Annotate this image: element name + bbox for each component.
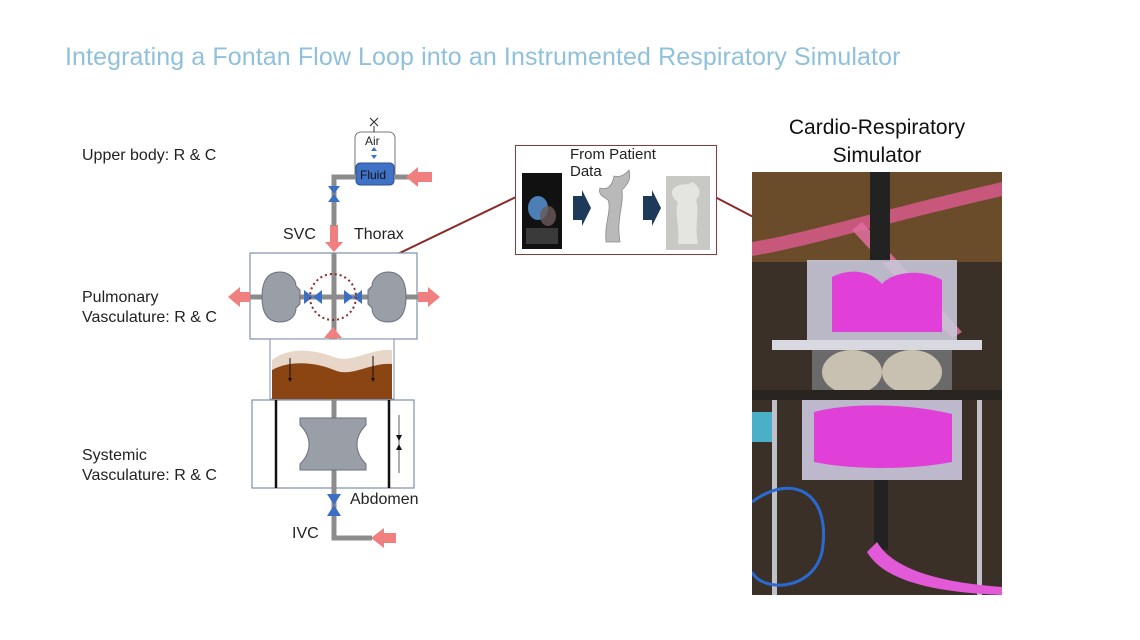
pulmonary-label-line2: Vasculature: R & C [82, 309, 217, 326]
pulmonary-label-line1: Pulmonary [82, 289, 159, 306]
slide-title: Integrating a Fontan Flow Loop into an I… [65, 43, 901, 71]
simulator-photo-illustration [752, 172, 1002, 595]
fluid-label: Fluid [360, 168, 386, 182]
abdomen-compliance [299, 417, 367, 471]
right-pulmonary-valve-icon [344, 290, 362, 304]
svc-valve-icon [328, 186, 340, 202]
page-number: 16 [990, 575, 1003, 587]
diaphragm [272, 363, 392, 399]
simulator-title-line1: Cardio-Respiratory [788, 116, 966, 139]
right-lung [367, 271, 407, 323]
fluid-chamber [355, 162, 395, 186]
patient-data-panel: From Patient Data [515, 145, 717, 255]
patient-data-line1: From Patient [570, 146, 656, 163]
compliance-chamber [354, 117, 396, 186]
patient-data-images [522, 169, 710, 250]
ivc-pipe [331, 516, 372, 541]
thorax-label: Thorax [354, 226, 404, 243]
simulator-title-line2: Simulator [832, 144, 922, 167]
down-arrow-icon [371, 155, 377, 159]
svc-flow-arrow [325, 225, 343, 252]
ivc-label: IVC [292, 525, 319, 542]
air-label: Air [365, 134, 380, 148]
left-pulmonary-valve-icon [304, 290, 322, 304]
ivc-valve-icon [327, 494, 341, 516]
systemic-label-line2: Vasculature: R & C [82, 467, 217, 484]
process-arrow-1-icon [573, 190, 591, 226]
systemic-label-line1: Systemic [82, 447, 147, 464]
outflow-arrow-left [228, 287, 250, 307]
callout-circle [309, 273, 357, 321]
up-arrow-icon [371, 147, 377, 151]
abdomen-label: Abdomen [350, 491, 419, 508]
inflow-arrow-lower [371, 528, 396, 548]
upper-body-label: Upper body: R & C [82, 147, 217, 164]
outflow-arrow-right [418, 287, 440, 307]
inflow-arrow-upper [406, 167, 432, 187]
left-lung [261, 271, 301, 323]
patient-data-line2: Data [570, 163, 602, 180]
3d-vessel-model [599, 169, 631, 243]
simulator-photo [752, 172, 1002, 595]
simulator-title: Cardio-Respiratory Simulator [752, 114, 1002, 170]
process-arrow-2-icon [643, 190, 661, 226]
svc-pipe [331, 174, 356, 210]
patient-data-label: From Patient Data [570, 146, 656, 180]
vent-x-icon [369, 117, 379, 127]
svc-label: SVC [283, 226, 316, 243]
